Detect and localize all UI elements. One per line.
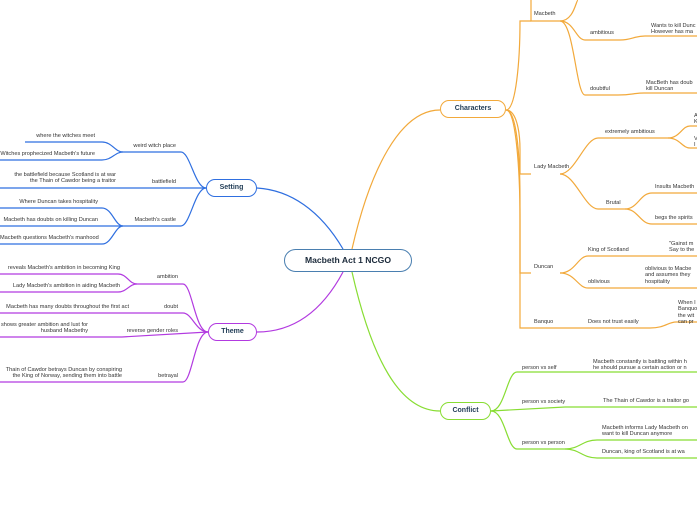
subtopic-person-vs-person[interactable]: person vs person	[522, 440, 565, 446]
lady-brutal[interactable]: Brutal	[606, 200, 621, 206]
leaf-ambition-king: reveals Macbeth's ambition in becoming K…	[7, 265, 120, 271]
duncan-king-text: "Gainst m Say to the	[669, 241, 695, 254]
central-topic[interactable]: Macbeth Act 1 NCGO	[284, 249, 412, 272]
leaf-battlefield-war: the battlefield because Scotland is at w…	[14, 172, 116, 185]
subtopic-macbeth[interactable]: Macbeth	[534, 11, 556, 17]
theme-connectors	[0, 271, 344, 383]
subtopic-lady-macbeth[interactable]: Lady Macbeth	[534, 164, 570, 170]
leaf-greater-ambition: shows greater ambition and lust for husb…	[0, 322, 88, 335]
macbeth-ambitious-text: Wants to kill Dunc However has ma	[651, 23, 696, 36]
leaf-witches-meet: where the witches meet	[36, 133, 95, 139]
subtopic-duncan[interactable]: Duncan	[534, 264, 554, 270]
leaf-cawdor-traitor: The Thain of Cawdor is a traitor go	[603, 398, 690, 404]
banquo-trust-text: When I Banquo the wit can pr	[678, 300, 697, 326]
lady-extremely-ambitious[interactable]: extremely ambitious	[605, 129, 655, 135]
subtopic-banquo[interactable]: Banquo	[534, 319, 554, 325]
leaf-duncan-at-war: Duncan, king of Scotland is at wa	[602, 449, 685, 455]
subtopic-person-vs-society[interactable]: person vs society	[522, 399, 566, 405]
leaf-macbeth-doubts: Macbeth has doubts on killing Duncan	[3, 217, 98, 223]
subtopic-battlefield[interactable]: battlefield	[152, 179, 176, 185]
lady-begs-spirits: begs the spirits	[655, 215, 693, 221]
subtopic-weird-witch-place[interactable]: weird witch place	[133, 143, 176, 149]
leaf-lady-ambition: Lady Macbeth's ambition in aiding Macbet…	[12, 283, 120, 289]
subtopic-ambition[interactable]: ambition	[156, 274, 178, 280]
duncan-king-of-scotland[interactable]: King of Scotland	[588, 247, 629, 253]
leaf-informs-lady: Macbeth informs Lady Macbeth on want to …	[602, 425, 688, 438]
subtopic-person-vs-self[interactable]: person vs self	[522, 365, 557, 371]
subtopic-betrayal[interactable]: betrayal	[158, 373, 178, 379]
characters-connectors	[351, 0, 697, 329]
setting-connectors	[0, 141, 344, 250]
leaf-duncan-hospitality: Where Duncan takes hospitality	[19, 199, 98, 205]
subtopic-doubt[interactable]: doubt	[164, 304, 178, 310]
lady-extreme-leaf-2: V I	[694, 136, 697, 149]
topic-setting[interactable]: Setting	[206, 179, 257, 197]
leaf-many-doubts: Macbeth has many doubts throughout the f…	[6, 304, 129, 310]
leaf-witches-prophecy: Witches prophecized Macbeth's future	[0, 151, 95, 157]
leaf-battling-within: Macbeth constantly is battling within h …	[593, 359, 687, 372]
macbeth-ambitious[interactable]: ambitious	[590, 30, 614, 36]
duncan-oblivious[interactable]: oblivious	[588, 279, 610, 285]
leaf-questions-manhood: Macbeth questions Macbeth's manhood	[0, 235, 99, 241]
subtopic-macbeths-castle[interactable]: Macbeth's castle	[134, 217, 177, 223]
lady-extreme-leaf-1: A K	[694, 113, 697, 126]
duncan-oblivious-text: oblivious to Macbe and assumes they hosp…	[645, 266, 692, 285]
macbeth-doubtful-text: MacBeth has doub kill Duncan	[646, 80, 693, 93]
topic-theme[interactable]: Theme	[208, 323, 257, 341]
topic-characters[interactable]: Characters	[440, 100, 506, 118]
macbeth-doubtful[interactable]: doubtful	[590, 86, 610, 92]
conflict-connectors	[351, 271, 697, 459]
banquo-does-not-trust[interactable]: Does not trust easily	[588, 319, 639, 325]
lady-insults-macbeth: Insults Macbeth	[655, 184, 695, 190]
subtopic-reverse-gender-roles[interactable]: reverse gender roles	[126, 328, 178, 334]
leaf-cawdor-betrays: Thain of Cawdor betrays Duncan by conspi…	[5, 367, 122, 380]
topic-conflict[interactable]: Conflict	[440, 402, 491, 420]
